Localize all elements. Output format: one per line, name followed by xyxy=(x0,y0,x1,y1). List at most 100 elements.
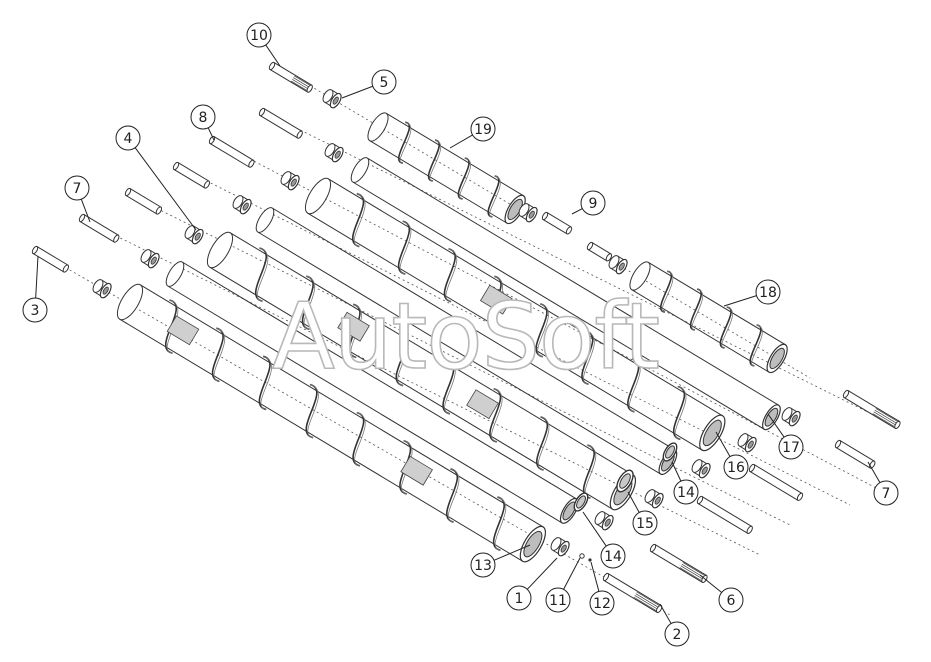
callout-leader xyxy=(627,491,640,513)
part-shaft-row2 xyxy=(258,108,303,140)
callout: 19 xyxy=(449,116,496,149)
callout: 14 xyxy=(671,461,699,505)
callout-number: 3 xyxy=(31,303,40,319)
callout-number: 4 xyxy=(124,131,133,147)
part-bearing-row2-end xyxy=(780,406,802,428)
callout-circle xyxy=(115,125,141,151)
part-pin-9 xyxy=(541,212,573,235)
callout-leader xyxy=(341,85,373,99)
part-washer-11 xyxy=(579,553,585,559)
part-tube-17 xyxy=(348,155,784,432)
part-bearing-row2 xyxy=(323,142,345,164)
callout: 9 xyxy=(571,190,606,216)
centerline xyxy=(259,109,901,429)
callout-number: 8 xyxy=(199,110,208,126)
callout: 7 xyxy=(867,461,899,506)
callout: 11 xyxy=(545,557,581,613)
callout-number: 10 xyxy=(250,28,268,44)
part-auger-18 xyxy=(626,259,791,376)
part-bearing-row6 xyxy=(139,248,161,270)
callout-number: 13 xyxy=(474,558,492,574)
callout-leader xyxy=(715,431,731,457)
callout: 17 xyxy=(767,413,804,460)
part-ring-14-top xyxy=(661,441,680,463)
callout-circle xyxy=(664,621,690,647)
callout-leader xyxy=(35,255,39,299)
callout-leader xyxy=(563,557,581,590)
callout: 7 xyxy=(64,175,91,223)
callout: 15 xyxy=(627,491,658,536)
callout-number: 7 xyxy=(73,181,82,197)
callout-leader xyxy=(582,511,607,547)
callout-number: 12 xyxy=(593,596,611,612)
callout: 18 xyxy=(723,279,781,307)
callout: 10 xyxy=(246,22,281,67)
part-bearing-row3-end xyxy=(736,432,758,454)
callout-number: 17 xyxy=(782,440,800,456)
part-splined-shaft-7a xyxy=(842,390,901,430)
callout-circle xyxy=(718,587,744,613)
part-bearing-1 xyxy=(549,536,571,558)
callout-circle xyxy=(589,590,615,616)
part-shaft-row5 xyxy=(124,188,162,215)
part-shaft-8 xyxy=(208,136,255,169)
callout-number: 14 xyxy=(677,485,695,501)
parts-layer xyxy=(31,62,901,614)
callout-leader xyxy=(723,295,757,307)
part-bearing-5 xyxy=(321,88,343,110)
part-bearing-row7 xyxy=(91,278,113,300)
callout-number: 2 xyxy=(673,627,682,643)
callout-circle xyxy=(723,454,749,480)
callout-circle xyxy=(673,479,699,505)
part-ring-15 xyxy=(614,468,637,495)
callout-leader xyxy=(571,208,583,215)
callout-number: 5 xyxy=(380,75,389,91)
callout-circle xyxy=(580,190,606,216)
part-pin-12 xyxy=(588,558,592,562)
callout: 5 xyxy=(341,69,397,99)
part-bearing-row3 xyxy=(279,170,301,192)
callout-leader xyxy=(265,44,281,67)
watermark: AutoSoft xyxy=(272,283,659,390)
callout-number: 6 xyxy=(727,593,736,609)
callout-number: 11 xyxy=(549,593,567,609)
callout-number: 15 xyxy=(636,516,654,532)
callout-circle xyxy=(470,116,496,142)
centerline xyxy=(279,67,521,211)
callout-number: 19 xyxy=(474,122,492,138)
callout-number: 16 xyxy=(727,460,745,476)
callout: 12 xyxy=(589,561,615,616)
part-bearing-row6-end xyxy=(593,510,615,532)
callout: 16 xyxy=(715,431,749,480)
part-auger-16 xyxy=(300,175,729,455)
callout-number: 18 xyxy=(759,285,777,301)
part-bearing-4 xyxy=(183,224,205,246)
callout-circle xyxy=(470,552,496,578)
callout-circle xyxy=(246,22,272,48)
callout-circle xyxy=(778,434,804,460)
callout: 3 xyxy=(22,255,48,323)
callout-leader xyxy=(699,574,722,593)
part-shaft-row4 xyxy=(172,162,210,189)
part-splined-shaft-10 xyxy=(268,62,313,94)
part-splined-shaft-2 xyxy=(602,573,663,614)
callout-circle xyxy=(22,297,48,323)
callout: 8 xyxy=(190,104,216,141)
centerline xyxy=(174,164,851,506)
callout-circle xyxy=(371,69,397,95)
callout: 6 xyxy=(699,574,744,613)
callout: 4 xyxy=(115,125,197,231)
part-bearing-row5-end xyxy=(643,488,665,510)
callout: 2 xyxy=(659,603,690,647)
part-auger-13 xyxy=(112,281,550,566)
part-bearing-row4-end xyxy=(690,458,712,480)
callout-number: 14 xyxy=(604,549,622,565)
part-shaft-row4-end xyxy=(748,464,804,502)
part-shaft-3 xyxy=(31,246,69,273)
callout-leader xyxy=(671,461,682,482)
callout-leader xyxy=(767,413,785,438)
part-auger-19 xyxy=(364,110,529,227)
callout-leader xyxy=(493,544,531,561)
